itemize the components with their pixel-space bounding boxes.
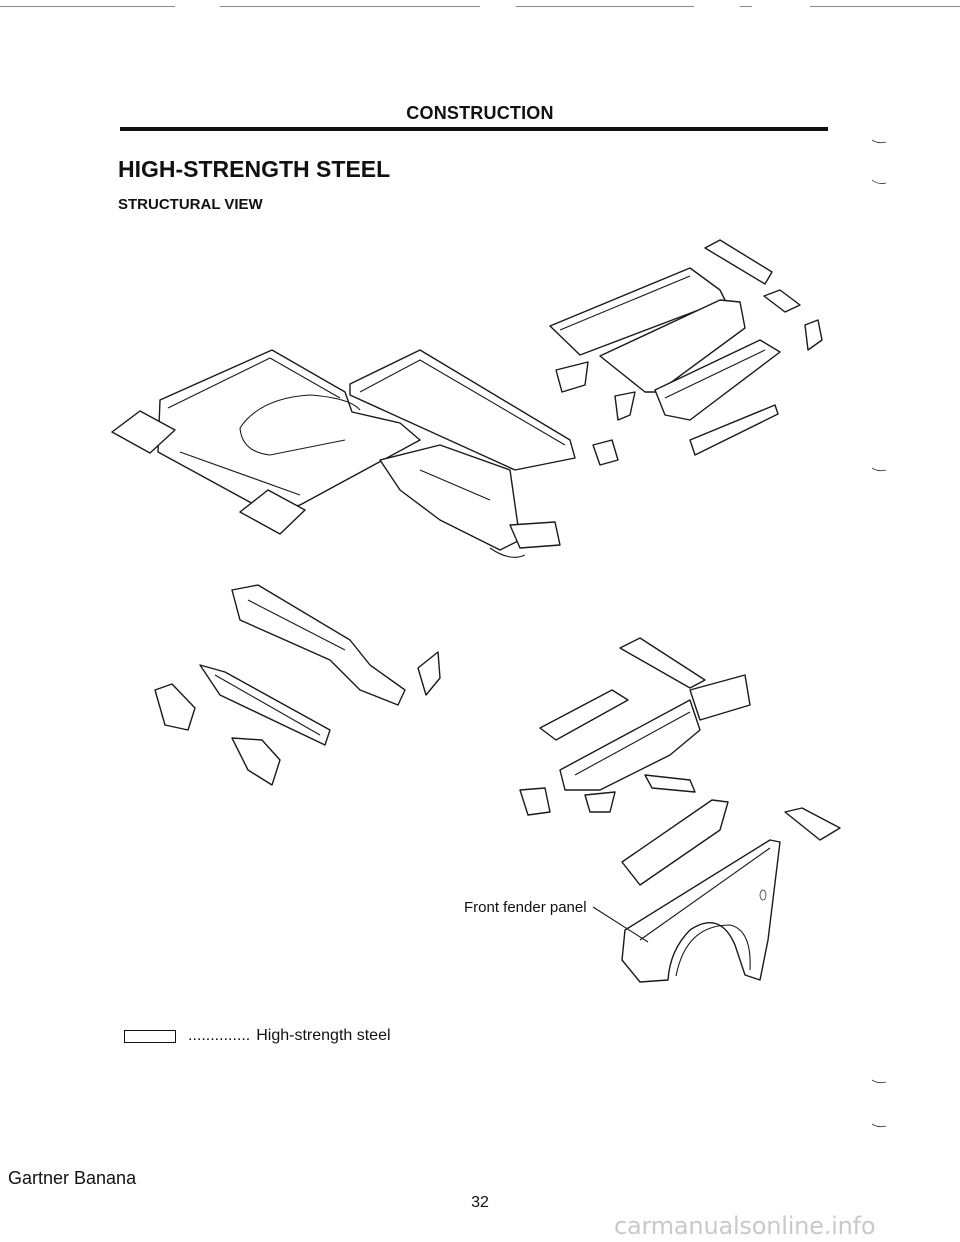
scan-line	[516, 6, 694, 7]
legend-leader: ..............	[188, 1027, 251, 1044]
section-subtitle: STRUCTURAL VIEW	[118, 196, 263, 213]
roof-panel	[111, 349, 421, 535]
scan-line	[220, 6, 480, 7]
header-rule	[120, 127, 828, 131]
margin-marks	[871, 139, 887, 1128]
page-title: HIGH-STRENGTH STEEL	[118, 156, 391, 182]
legend-swatch	[124, 1030, 176, 1043]
section-header: CONSTRUCTION	[406, 103, 554, 123]
rear-floor	[549, 239, 823, 466]
front-fender-callout: Front fender panel	[464, 899, 587, 916]
legend-text: .............. High-strength steel	[188, 1027, 391, 1045]
scan-line	[0, 6, 175, 7]
front-crossmember	[154, 584, 441, 786]
watermark: carmanualsonline.info	[614, 1212, 876, 1240]
front-fender-panel	[592, 839, 781, 983]
scan-line	[740, 6, 752, 7]
scan-line	[810, 6, 960, 7]
front-side-members	[519, 637, 841, 886]
legend-label: High-strength steel	[256, 1027, 391, 1044]
structural-diagram	[111, 239, 841, 983]
page-number: 32	[471, 1194, 489, 1211]
footer-owner: Gartner Banana	[8, 1168, 137, 1188]
cowl-panel	[349, 349, 576, 558]
